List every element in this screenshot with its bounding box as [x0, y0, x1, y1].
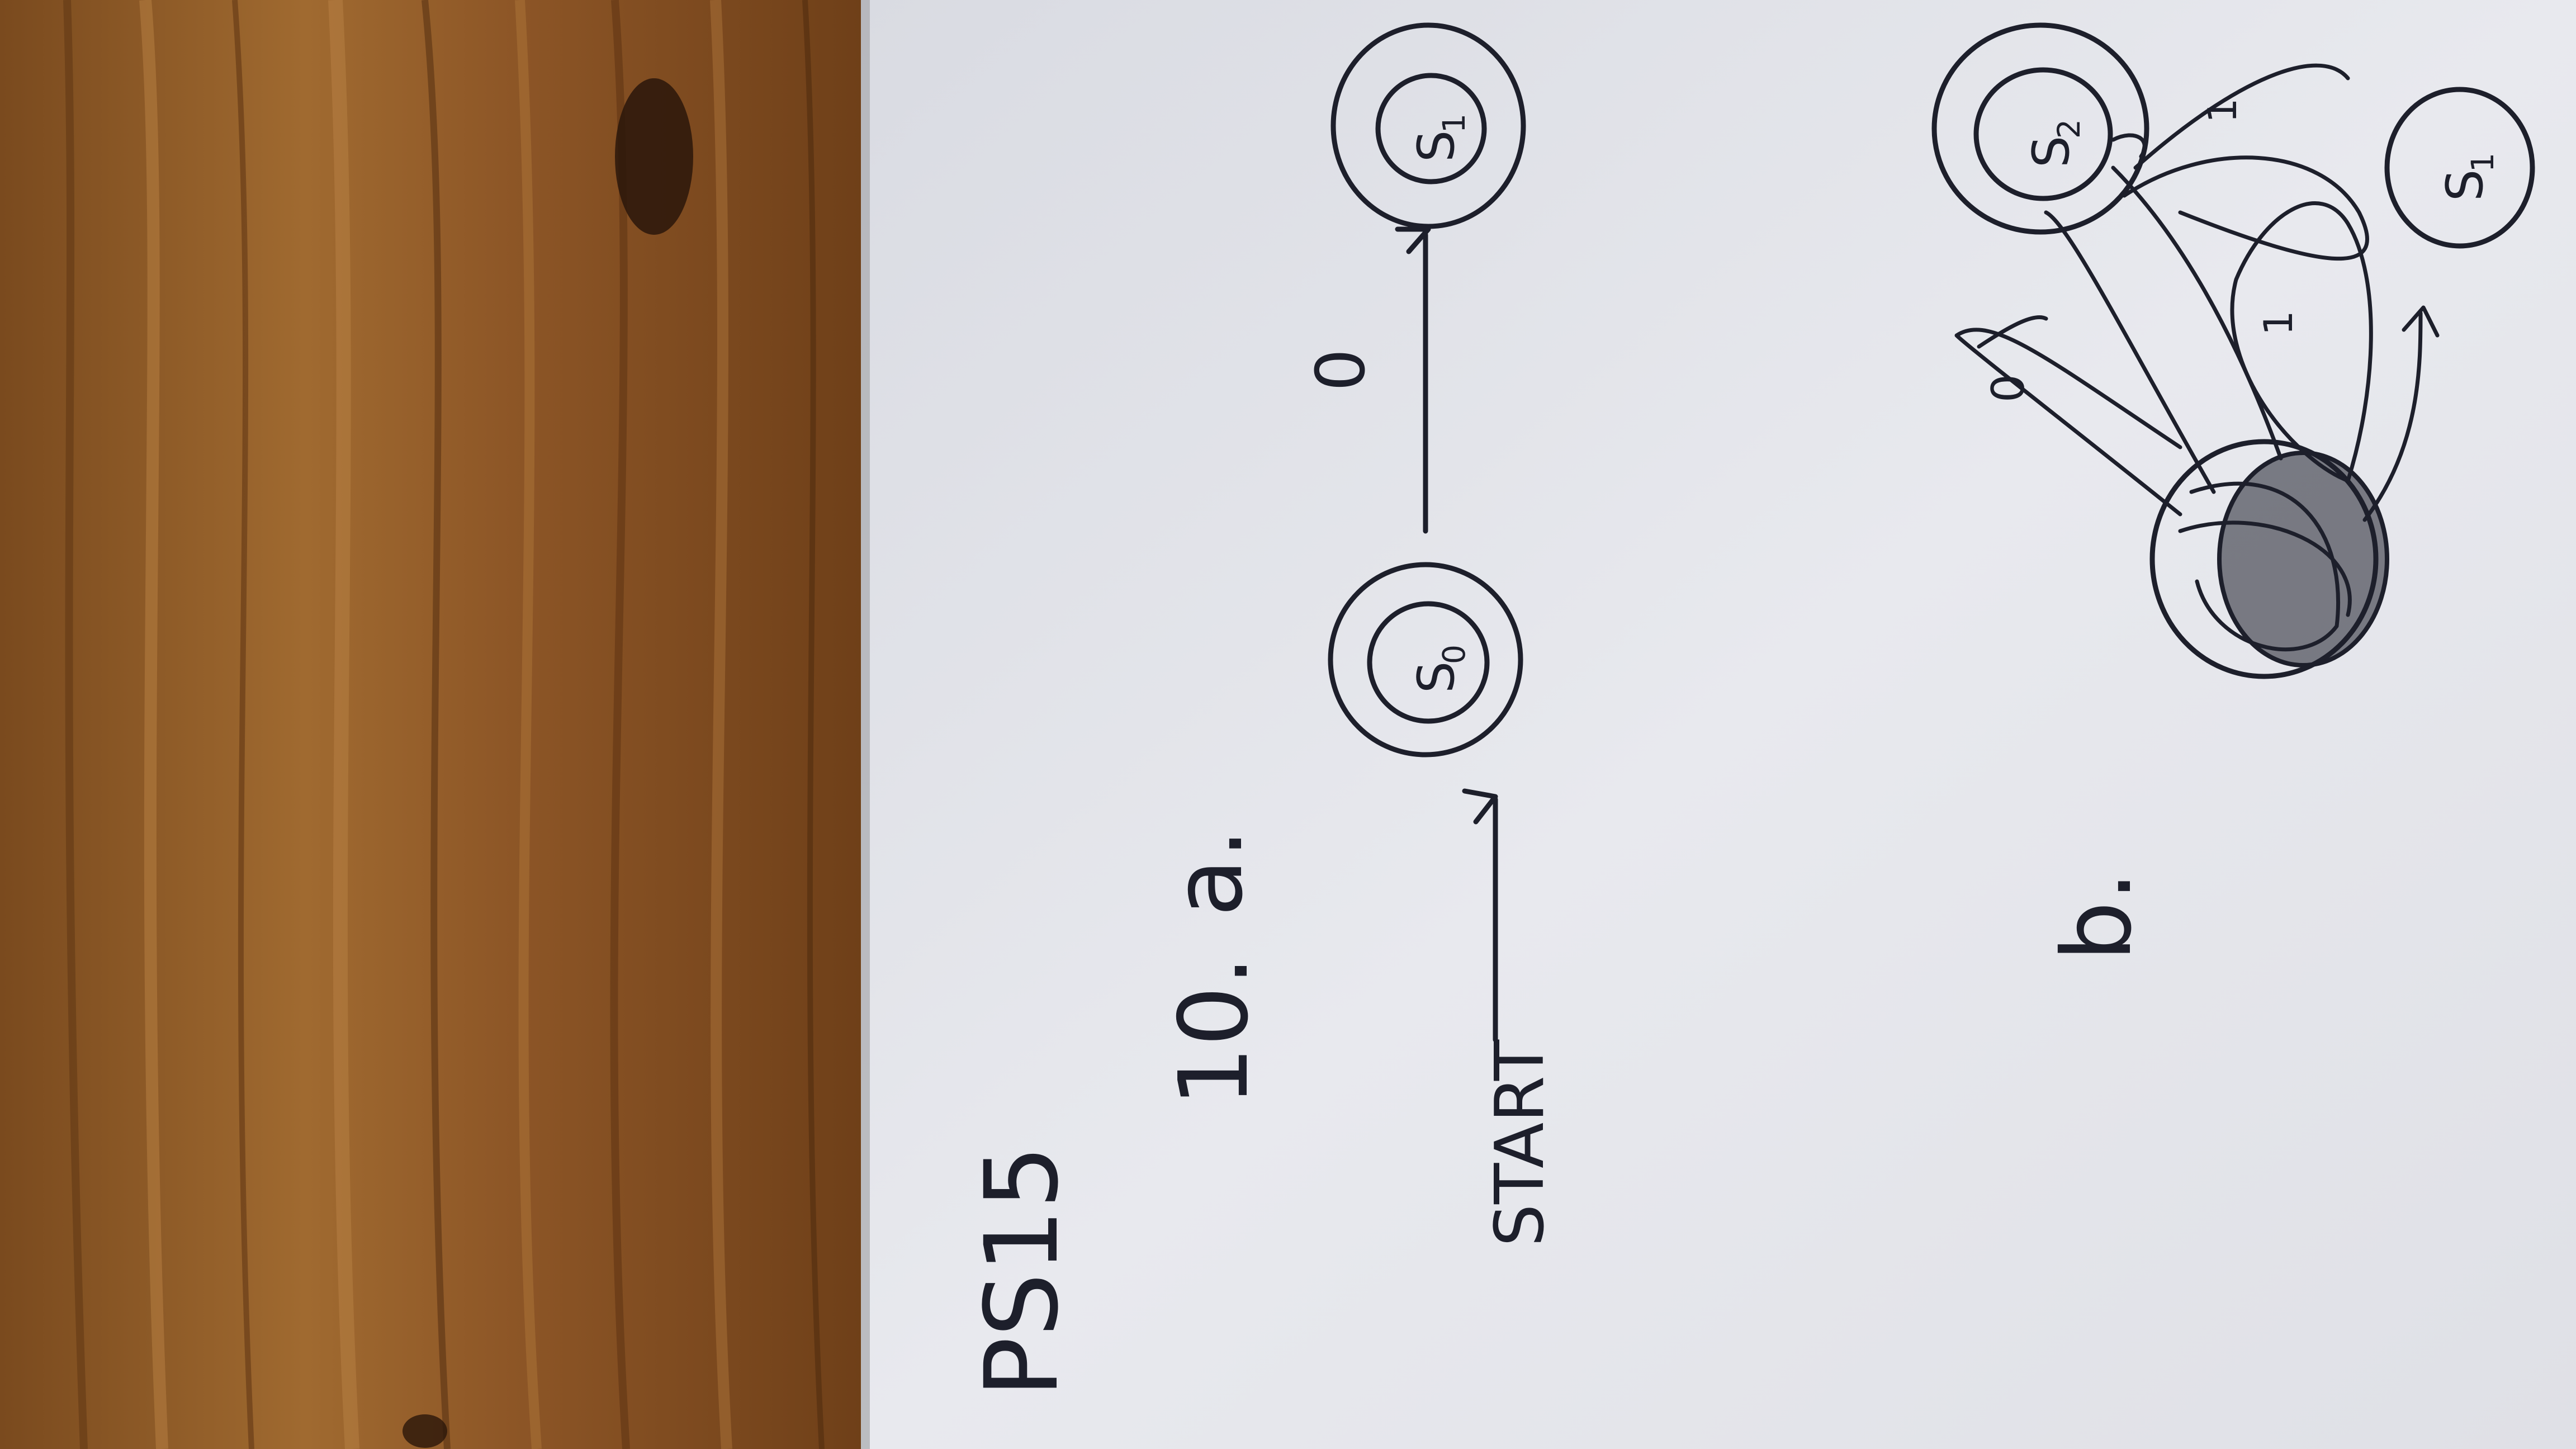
diagram-a: S 0 0 S 1 — [1303, 22, 1526, 1043]
wood-knot — [615, 78, 693, 235]
part-b-text: b. — [2042, 871, 2153, 962]
state-s0-scribbled — [2149, 439, 2389, 679]
svg-text:0: 0 — [1982, 374, 2034, 402]
problem-number: 10. — [1159, 956, 1270, 1107]
start-label-text: START — [1481, 1039, 1559, 1247]
svg-text:1: 1 — [2256, 310, 2302, 335]
start-arrow — [1462, 788, 1498, 1043]
part-a-text: a. — [1153, 828, 1264, 917]
svg-text:S: S — [2022, 136, 2081, 168]
heading-text: PS15 — [964, 1145, 1081, 1398]
svg-text:1: 1 — [2200, 98, 2246, 123]
svg-text:S: S — [2436, 169, 2494, 201]
transition-s0-s1 — [1395, 226, 1431, 534]
heading-ps15: PS15 — [964, 1145, 1081, 1398]
wood-table — [0, 0, 872, 1449]
state-s0: S 0 — [1328, 562, 1523, 757]
state-s1-b: S 1 — [2384, 87, 2535, 249]
state-s2: S 2 — [1931, 22, 2149, 235]
svg-text:0: 0 — [1436, 645, 1472, 664]
svg-text:S: S — [1407, 130, 1466, 162]
start-label: START — [1481, 1039, 1559, 1247]
paper-sheet — [861, 0, 2576, 1449]
state-s1: S 1 — [1330, 22, 1526, 229]
wood-knot-small — [402, 1414, 447, 1448]
diagram-b-scribble: S 2 S 1 0 — [1931, 22, 2535, 679]
part-b-label: b. — [2042, 871, 2153, 962]
svg-text:2: 2 — [2051, 119, 2087, 139]
transition-label-0: 0 — [1303, 349, 1380, 391]
svg-text:1: 1 — [1436, 113, 1472, 133]
svg-text:S: S — [1407, 661, 1466, 693]
paper-edge-shadow — [861, 0, 870, 1449]
svg-text:1: 1 — [2465, 153, 2501, 172]
problem-number-text: 10. — [1159, 956, 1270, 1107]
svg-text:0: 0 — [1303, 349, 1380, 391]
part-a-label: a. — [1153, 828, 1264, 917]
